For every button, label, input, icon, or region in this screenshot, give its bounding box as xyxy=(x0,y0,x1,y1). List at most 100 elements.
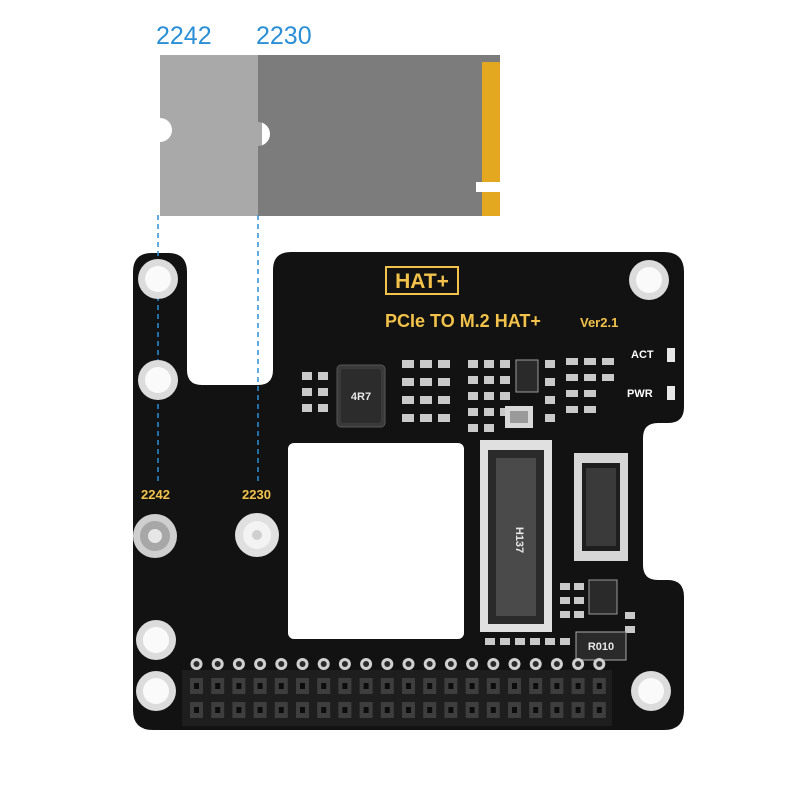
gpio-pin-core xyxy=(596,707,602,713)
gpio-pin-core xyxy=(194,707,199,713)
gpio-pin-core xyxy=(236,683,242,689)
mount-hole-top-right xyxy=(629,260,669,300)
gpio-pin-core xyxy=(257,707,263,713)
mount-hole-bottom-left-1 xyxy=(136,620,176,660)
gpio-pins xyxy=(190,658,606,718)
ssd-2242-region xyxy=(160,55,262,216)
pcb-window xyxy=(288,443,464,639)
gpio-pin-core xyxy=(194,683,199,689)
gpio-pin-core xyxy=(533,683,539,689)
gpio-pin-core xyxy=(596,683,602,689)
act-led xyxy=(667,348,675,362)
gpio-pin-core xyxy=(300,707,305,713)
gpio-pad-hole xyxy=(405,661,412,667)
gpio-pin-core xyxy=(406,707,411,713)
gpio-pad-hole xyxy=(320,661,327,667)
gpio-pin-core xyxy=(533,707,539,713)
gpio-pin-core xyxy=(342,683,348,689)
gpio-pin-core xyxy=(278,707,284,713)
gpio-pad-hole xyxy=(490,661,497,667)
ic-chip-1 xyxy=(515,359,539,393)
gpio-pad-hole xyxy=(257,661,264,667)
gpio-pad-hole xyxy=(575,661,582,667)
mount-hole-top-left xyxy=(138,259,178,299)
ssd-label-2230: 2230 xyxy=(256,22,312,50)
gpio-pin-core xyxy=(469,707,475,713)
gpio-pad-hole xyxy=(447,661,454,667)
mounting-holes xyxy=(133,259,671,711)
gpio-pin-core xyxy=(384,683,390,689)
ssd-2230-region xyxy=(258,55,500,216)
gpio-pin-core xyxy=(363,683,369,689)
board-version: Ver2.1 xyxy=(580,315,618,330)
ssd-gold-contacts xyxy=(482,62,500,216)
pwr-led xyxy=(667,386,675,400)
standoff-2242 xyxy=(133,514,177,558)
gpio-pin-core xyxy=(321,707,327,713)
ssd-label-2242: 2242 xyxy=(156,22,212,50)
led-label-pwr: PWR xyxy=(627,388,653,400)
sense-resistor: R010 xyxy=(575,631,627,661)
gpio-pin-core xyxy=(575,683,581,689)
mount-hole-bottom-right xyxy=(631,671,671,711)
resistor-marking: R010 xyxy=(588,641,614,653)
fpc-connector xyxy=(574,453,628,561)
ssd-key-notch xyxy=(476,182,500,192)
board-title: PCIe TO M.2 HAT+ xyxy=(385,311,541,331)
gpio-pad-hole xyxy=(511,661,518,667)
mount-hole-bottom-left-2 xyxy=(136,671,176,711)
gpio-pin-core xyxy=(512,683,517,689)
gpio-pin-core xyxy=(257,683,263,689)
mount-label-2230: 2230 xyxy=(242,487,271,502)
connector-marking: H137 xyxy=(513,527,525,553)
gpio-pin-core xyxy=(278,683,284,689)
gpio-pad-hole xyxy=(341,661,348,667)
hat-logo: HAT+ xyxy=(395,270,449,293)
gpio-pin-core xyxy=(215,683,221,689)
gpio-pin-core xyxy=(490,707,496,713)
gpio-pin-core xyxy=(448,683,454,689)
gpio-pin-core xyxy=(490,683,496,689)
m2-connector: H137 xyxy=(480,440,552,632)
ic-chip-2 xyxy=(588,579,618,615)
hat-logo-box xyxy=(385,266,459,295)
gpio-pad-hole xyxy=(426,661,433,667)
gpio-pad-hole xyxy=(553,661,560,667)
gpio-pin-core xyxy=(469,683,475,689)
gpio-pad-hole xyxy=(278,661,285,667)
gpio-pin-core xyxy=(554,683,560,689)
mount-hole-mid-left xyxy=(138,360,178,400)
crystal xyxy=(505,406,533,428)
gpio-pin-core xyxy=(384,707,390,713)
gpio-pin-core xyxy=(215,707,221,713)
smd-components xyxy=(302,358,635,645)
gpio-pin-core xyxy=(512,707,517,713)
gpio-pin-core xyxy=(427,683,433,689)
gpio-pad-hole xyxy=(363,661,370,667)
mount-label-2242: 2242 xyxy=(141,487,170,502)
gpio-pad-hole xyxy=(235,661,242,667)
gpio-pad-hole xyxy=(469,661,476,667)
power-inductor: 4R7 xyxy=(336,364,386,428)
gpio-pin-core xyxy=(342,707,348,713)
m2-ssd: 2242 2230 xyxy=(156,22,500,216)
gpio-pin-core xyxy=(300,683,305,689)
gpio-pin-core xyxy=(406,683,411,689)
gpio-pin-core xyxy=(236,707,242,713)
silkscreen: HAT+ PCIe TO M.2 HAT+ Ver2.1 ACT PWR 224… xyxy=(141,266,654,502)
gpio-pin-core xyxy=(321,683,327,689)
led-label-act: ACT xyxy=(631,349,654,361)
gpio-pin-core xyxy=(575,707,581,713)
gpio-pad-hole xyxy=(596,661,603,667)
standoff-2230 xyxy=(235,513,279,557)
gpio-pin-core xyxy=(427,707,433,713)
gpio-pad-hole xyxy=(384,661,391,667)
gpio-pad-hole xyxy=(299,661,306,667)
gpio-header xyxy=(182,658,612,726)
inductor-marking: 4R7 xyxy=(351,391,371,403)
gpio-pin-core xyxy=(448,707,454,713)
gpio-pin-core xyxy=(554,707,560,713)
gpio-pin-core xyxy=(363,707,369,713)
gpio-pad-hole xyxy=(214,661,221,667)
